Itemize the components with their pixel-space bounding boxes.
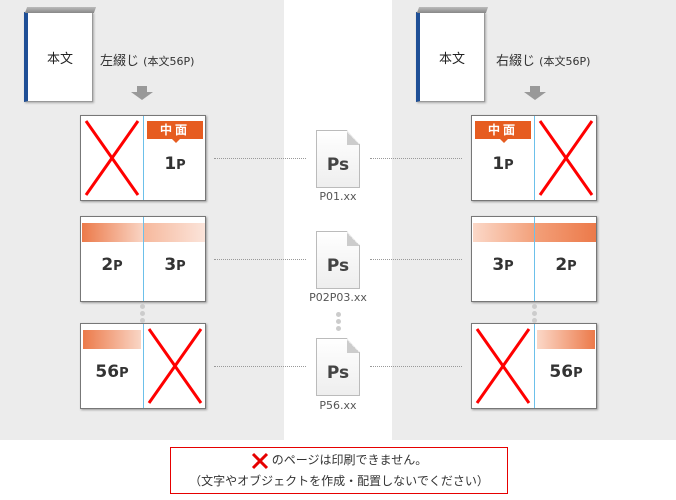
file-name: P01.xx <box>319 190 357 203</box>
page-header-bar <box>534 223 596 242</box>
page-header-bar <box>473 223 535 242</box>
page: 中面 1P <box>144 116 206 200</box>
right-book-icon: 本文 <box>416 12 485 102</box>
connector-line <box>214 259 306 260</box>
page-header-bar <box>537 330 595 349</box>
right-down-arrow-icon <box>524 86 546 100</box>
page-number: 3P <box>144 255 206 275</box>
page: 56P <box>81 324 143 408</box>
connector-line <box>214 158 306 159</box>
page-number: 1P <box>144 154 206 174</box>
fold-line <box>143 217 144 301</box>
file-type-label: Ps <box>326 256 350 276</box>
page-number-unit: P <box>504 259 514 274</box>
right-title: 右綴じ (本文56P) <box>496 50 590 69</box>
psd-file-icon: Ps <box>316 338 360 396</box>
blank-page <box>81 116 143 200</box>
page-header-bar <box>143 223 205 242</box>
page: 2P <box>81 217 144 301</box>
cross-icon <box>475 328 531 404</box>
blank-page <box>535 116 597 200</box>
notice-line2: （文字やオブジェクトを作成・配置しないでください） <box>189 474 489 488</box>
page-number: 56P <box>535 362 597 382</box>
file-type-label: Ps <box>326 155 350 175</box>
left-book-label: 本文 <box>46 51 73 67</box>
page-number-unit: P <box>573 366 583 381</box>
left-spread-3: 56P <box>80 323 206 409</box>
page-number-value: 2 <box>101 255 114 275</box>
page-number: 1P <box>472 154 534 174</box>
page: 56P <box>535 324 597 408</box>
left-down-arrow-icon <box>131 86 153 100</box>
fold-line <box>143 116 144 200</box>
left-ellipsis-icon <box>140 304 145 325</box>
left-title-note: (本文56P) <box>143 55 195 68</box>
fold-line <box>534 116 535 200</box>
cross-icon <box>147 328 203 404</box>
page-number-unit: P <box>176 158 186 173</box>
fold-line <box>534 217 535 301</box>
right-ellipsis-icon <box>532 304 537 325</box>
page-number-value: 1 <box>492 154 505 174</box>
page-number-unit: P <box>113 259 123 274</box>
center-ellipsis-icon <box>336 312 341 333</box>
page-number-unit: P <box>567 259 577 274</box>
right-title-note: (本文56P) <box>539 55 591 68</box>
left-title-text: 左綴じ <box>100 54 140 69</box>
notice-line1: のページは印刷できません。 <box>271 453 428 467</box>
page-number: 3P <box>472 255 534 275</box>
page-number-unit: P <box>504 158 514 173</box>
page-number-value: 3 <box>492 255 505 275</box>
right-spread-1: 中面 1P <box>471 115 597 201</box>
fold-line <box>534 324 535 408</box>
page: 3P <box>143 217 206 301</box>
blank-page <box>472 324 534 408</box>
page: 3P <box>472 217 535 301</box>
fold-line <box>143 324 144 408</box>
connector-line <box>370 366 462 367</box>
left-book-icon: 本文 <box>24 12 93 102</box>
page: 中面 1P <box>472 116 534 200</box>
file-type-label: Ps <box>326 363 350 383</box>
page-number: 56P <box>81 362 143 382</box>
page-number: 2P <box>81 255 143 275</box>
right-spread-3: 56P <box>471 323 597 409</box>
connector-line <box>370 259 462 260</box>
page-number-value: 3 <box>164 255 177 275</box>
connector-line <box>370 158 462 159</box>
page-number: 2P <box>535 255 597 275</box>
connector-line <box>214 366 306 367</box>
page-header-bar <box>83 330 141 349</box>
page-number-unit: P <box>176 259 186 274</box>
page-number-value: 2 <box>555 255 568 275</box>
cross-icon <box>84 120 140 196</box>
left-title: 左綴じ (本文56P) <box>100 50 194 69</box>
blank-page <box>144 324 206 408</box>
cross-icon <box>251 452 268 469</box>
page: 2P <box>534 217 597 301</box>
page-number-unit: P <box>119 366 129 381</box>
page-header-bar <box>82 223 144 242</box>
file-name: P56.xx <box>319 399 357 412</box>
file-name: P02P03.xx <box>309 291 367 304</box>
page-number-value: 56 <box>95 362 120 382</box>
center-page-badge: 中面 <box>147 121 203 143</box>
right-title-text: 右綴じ <box>496 54 536 69</box>
psd-file-icon: Ps <box>316 231 360 289</box>
right-book-label: 本文 <box>438 51 465 67</box>
page-number-value: 56 <box>549 362 574 382</box>
page-number-value: 1 <box>164 154 177 174</box>
cross-icon <box>538 120 594 196</box>
notice-box: のページは印刷できません。 （文字やオブジェクトを作成・配置しないでください） <box>170 447 508 494</box>
center-page-badge: 中面 <box>475 121 531 143</box>
left-spread-1: 中面 1P <box>80 115 206 201</box>
psd-file-icon: Ps <box>316 130 360 188</box>
